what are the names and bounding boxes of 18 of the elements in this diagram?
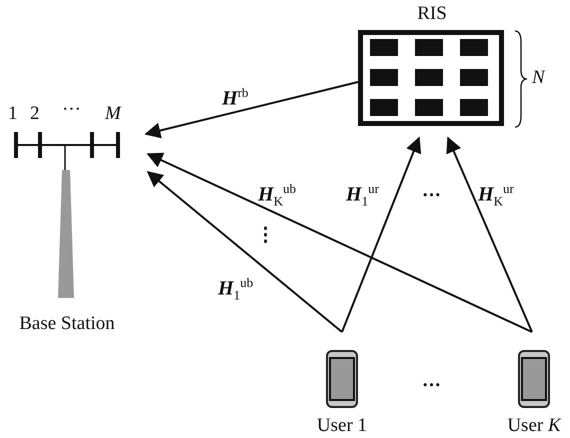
arrow: [144, 81, 358, 138]
edge-label: H$^{rb}$: [222, 86, 248, 109]
node-label: User K: [507, 416, 561, 435]
ellipsis: ···: [422, 376, 442, 395]
node-label: RIS: [417, 4, 447, 23]
arrow: [146, 170, 343, 333]
node-label: User 1: [316, 416, 368, 435]
arrow: [146, 152, 532, 333]
arrow: [446, 136, 533, 332]
ellipsis: ⋮: [256, 226, 275, 245]
index-symbol: M: [105, 104, 121, 123]
node-label: Base Station: [19, 314, 115, 333]
index-number: 2: [30, 104, 40, 123]
ellipsis: ···: [62, 100, 81, 119]
count-symbol: N: [532, 68, 545, 87]
arrow: [341, 136, 422, 332]
index-number: 1: [8, 104, 18, 123]
ellipsis: ···: [422, 186, 442, 205]
